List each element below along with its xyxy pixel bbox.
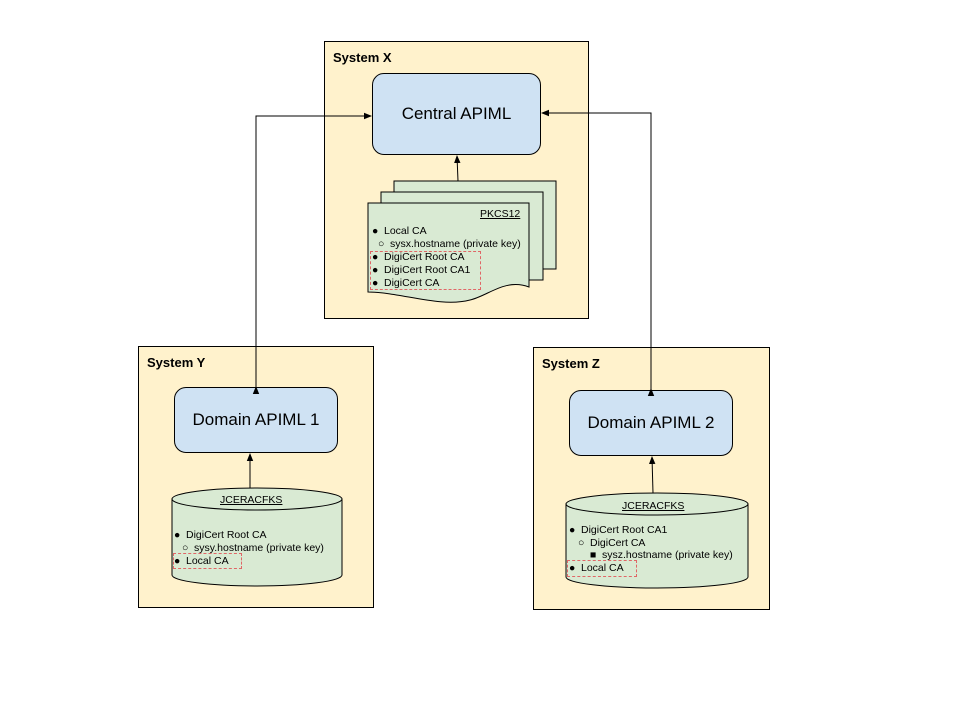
pkcs12-item: ●Local CA (372, 225, 427, 237)
connector-jceracfks-z-domain2 (648, 456, 656, 494)
pkcs12-page-front (367, 202, 530, 303)
jceracfks-z-item: ●Local CA (569, 562, 624, 574)
system-x-title: System X (333, 50, 392, 65)
central-apiml-node: Central APIML (372, 73, 541, 155)
jceracfks-y-item: ●Local CA (174, 555, 229, 567)
jceracfks-y-item: ●DigiCert Root CA (174, 529, 267, 541)
pkcs12-item: ●DigiCert CA (372, 277, 440, 289)
cylinder-z-top (565, 492, 749, 516)
jceracfks-y-item: ○sysy.hostname (private key) (182, 542, 324, 554)
cylinder-y-top (171, 487, 343, 511)
jceracfks-z-highlight-box (567, 560, 637, 577)
jceracfks-y-label: JCERACFKS (220, 494, 283, 506)
central-apiml-label: Central APIML (401, 104, 512, 123)
jceracfks-y-highlight-box (173, 553, 242, 569)
pkcs12-item: ●DigiCert Root CA (372, 251, 465, 263)
jceracfks-z-item: ○DigiCert CA (578, 537, 646, 549)
domain-apiml-1-node: Domain APIML 1 (174, 387, 338, 453)
connector-domain2-central (541, 109, 655, 396)
domain-apiml-2-label: Domain APIML 2 (587, 413, 715, 432)
domain-apiml-2-node: Domain APIML 2 (569, 390, 733, 456)
jceracfks-z-item: ■sysz.hostname (private key) (590, 549, 733, 561)
cylinder-y-body (171, 499, 343, 587)
pkcs12-item: ○sysx.hostname (private key) (378, 238, 521, 250)
jceracfks-z-label: JCERACFKS (622, 500, 685, 512)
jceracfks-z-item: ●DigiCert Root CA1 (569, 524, 668, 536)
system-y-title: System Y (147, 355, 206, 370)
cylinder-z-body (565, 504, 749, 589)
pkcs12-label: PKCS12 (480, 208, 521, 220)
connector-domain1-central (252, 112, 372, 394)
domain-apiml-1-label: Domain APIML 1 (192, 410, 320, 429)
pkcs12-item: ●DigiCert Root CA1 (372, 264, 471, 276)
connector-pkcs12-central (454, 155, 461, 182)
